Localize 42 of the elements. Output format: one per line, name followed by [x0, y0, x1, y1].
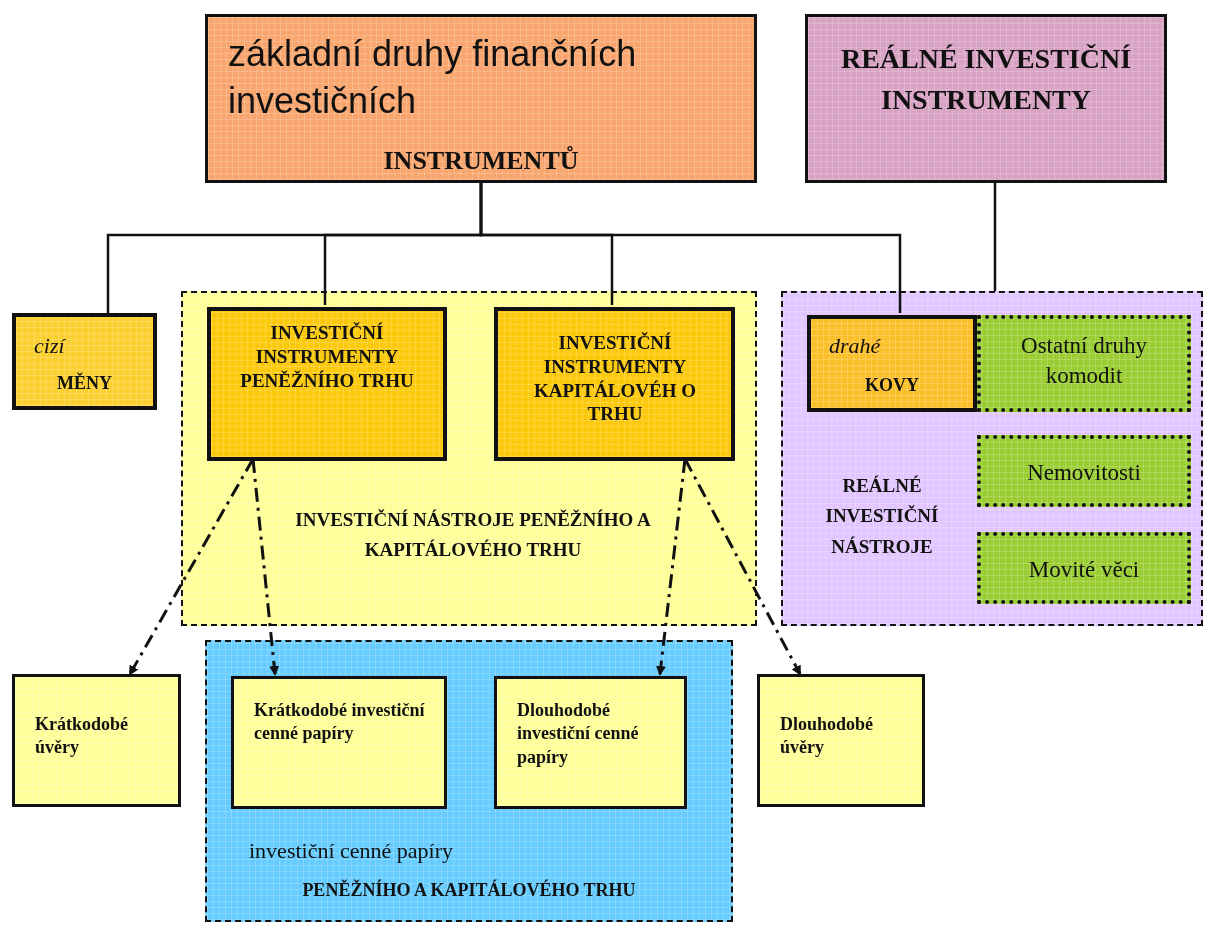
instrument-box	[494, 307, 735, 461]
label-text: INVESTIČNÍ INSTRUMENTY PENĚŽNÍHO TRHU	[239, 321, 415, 393]
connector-line	[993, 183, 997, 291]
label-text: Krátkodobé úvěry	[35, 713, 129, 760]
label-text: cizí	[34, 333, 67, 360]
category-box	[805, 14, 1167, 183]
heading-text: INVESTIČNÍ NÁSTROJE PENĚŽNÍHO A KAPITÁLOVÉHO TRHU	[294, 508, 652, 563]
label-text: Ostatní druhy komodit	[1020, 332, 1148, 390]
commodity-box	[977, 532, 1191, 604]
securities-box	[231, 676, 447, 809]
heading-text: REÁLNÉ INVESTIČNÍ NÁSTROJE	[824, 474, 940, 559]
label-text: INVESTIČNÍ INSTRUMENTY KAPITÁLOVÉH O TRHU	[532, 331, 698, 426]
heading-text: PENĚŽNÍHO A KAPITÁLOVÉHO TRHU	[301, 880, 637, 902]
label-text: drahé	[829, 333, 882, 360]
arrow	[251, 458, 280, 676]
arrow	[683, 458, 802, 676]
instrument-box	[12, 313, 157, 410]
arrow	[128, 458, 255, 676]
group-region	[781, 291, 1203, 626]
arrow	[655, 458, 687, 676]
loan-box	[12, 674, 181, 807]
securities-box	[494, 676, 687, 809]
group-region	[181, 291, 757, 626]
loan-box	[757, 674, 925, 807]
label-text: Krátkodobé investiční cenné papíry	[254, 699, 426, 746]
label-text: KOVY	[864, 375, 920, 397]
heading-text: REÁLNÉ INVESTIČNÍ INSTRUMENTY	[839, 42, 1133, 117]
label-text: Dlouhodobé úvěry	[780, 713, 875, 760]
commodity-box	[977, 315, 1191, 412]
heading-text: základní druhy finančních investičních	[228, 32, 638, 123]
label-text: MĚNY	[56, 373, 113, 395]
instrument-box	[207, 307, 447, 461]
group-region	[205, 640, 733, 922]
category-box	[205, 14, 757, 183]
label-text: Dlouhodobé investiční cenné papíry	[517, 699, 640, 769]
commodity-box	[977, 435, 1191, 507]
heading-text: investiční cenné papíry	[249, 838, 455, 865]
label-text: Nemovitosti	[1026, 459, 1142, 487]
label-text: Movité věci	[1027, 556, 1141, 584]
heading-text: INSTRUMENTŮ	[382, 145, 580, 177]
instrument-box	[807, 315, 977, 412]
connector-line	[479, 183, 902, 313]
